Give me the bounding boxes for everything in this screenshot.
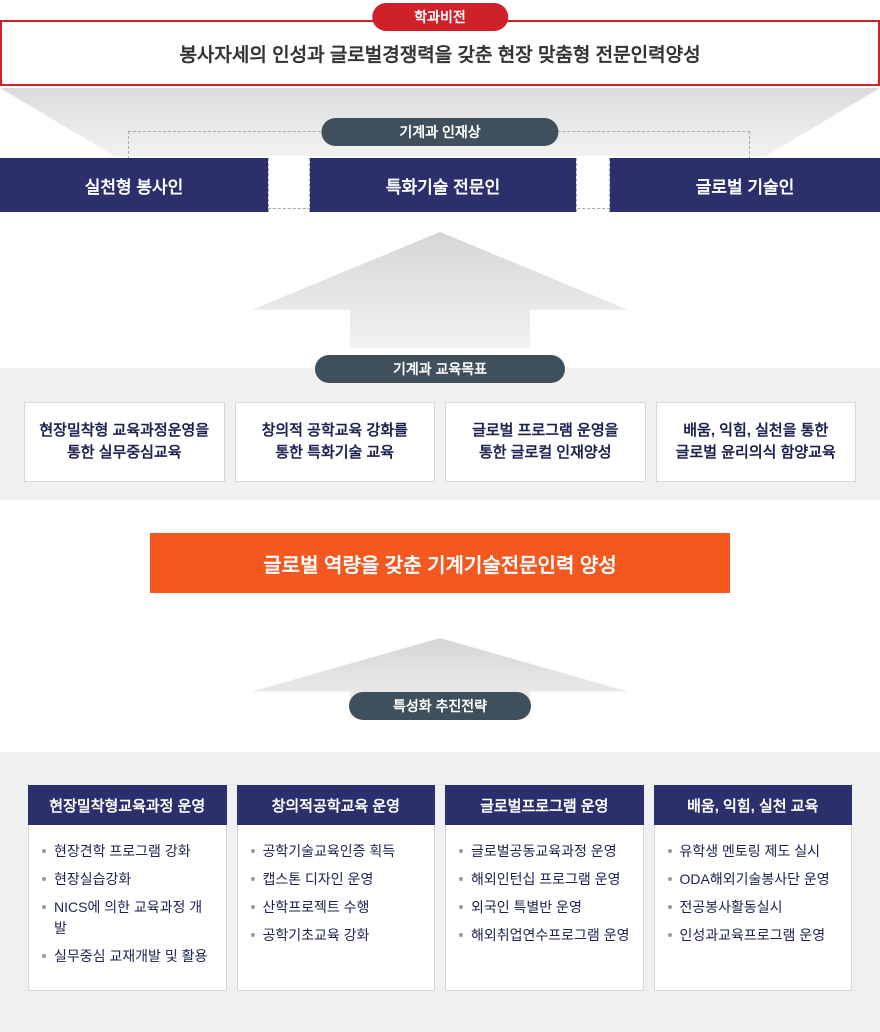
list-item: 공학기술교육인증 획득 [250, 841, 423, 862]
strategy-column-body: 공학기술교육인증 획득 캡스톤 디자인 운영 산학프로젝트 수행 공학기초교육 … [236, 825, 435, 991]
strategy-column-title: 글로벌프로그램 운영 [445, 785, 644, 825]
goals-badge: 기계과 교육목표 [314, 355, 566, 383]
list-item: 현장실습강화 [41, 869, 214, 890]
strategy-column-body: 유학생 멘토링 제도 실시 ODA해외기술봉사단 운영 전공봉사활동실시 인성과… [653, 825, 852, 991]
list-item: 산학프로젝트 수행 [250, 897, 423, 918]
strategy-column: 글로벌프로그램 운영 글로벌공동교육과정 운영 해외인턴십 프로그램 운영 외국… [445, 785, 644, 991]
list-item: 해외인턴십 프로그램 운영 [458, 869, 631, 890]
strategy-column-title: 현장밀착형교육과정 운영 [28, 785, 227, 825]
strategy-column-title: 배움, 익힘, 실천 교육 [653, 785, 852, 825]
list-item: 공학기초교육 강화 [250, 925, 423, 946]
strategy-column-title: 창의적공학교육 운영 [236, 785, 435, 825]
goal-item: 글로벌 프로그램 운영을 통한 글로컬 인재양성 [445, 402, 646, 482]
vision-statement: 봉사자세의 인성과 글로벌경쟁력을 갖춘 현장 맞춤형 전문인력양성 [179, 44, 701, 66]
talent-item: 특화기술 전문인 [310, 158, 576, 212]
strategy-column: 현장밀착형교육과정 운영 현장견학 프로그램 강화 현장실습강화 NICS에 의… [28, 785, 227, 991]
up-arrow [252, 232, 628, 348]
strategy-column: 배움, 익힘, 실천 교육 유학생 멘토링 제도 실시 ODA해외기술봉사단 운… [653, 785, 852, 991]
strategy-column-body: 글로벌공동교육과정 운영 해외인턴십 프로그램 운영 외국인 특별반 운영 해외… [445, 825, 644, 991]
slogan-text: 글로벌 역량을 갖춘 기계기술전문인력 양성 [263, 554, 617, 577]
strategy-badge: 특성화 추진전략 [348, 692, 532, 720]
dashed-connector [268, 158, 310, 212]
slogan-box: 글로벌 역량을 갖춘 기계기술전문인력 양성 [150, 533, 730, 593]
strategy-section: 현장밀착형교육과정 운영 현장견학 프로그램 강화 현장실습강화 NICS에 의… [0, 752, 880, 1032]
dashed-connector [576, 158, 610, 212]
strategy-row: 현장밀착형교육과정 운영 현장견학 프로그램 강화 현장실습강화 NICS에 의… [28, 785, 852, 991]
strategy-column-body: 현장견학 프로그램 강화 현장실습강화 NICS에 의한 교육과정 개발 실무중… [28, 825, 227, 991]
list-item: 인성과교육프로그램 운영 [667, 925, 840, 946]
vision-badge: 학과비전 [372, 3, 508, 31]
goal-item: 현장밀착형 교육과정운영을 통한 실무중심교육 [24, 402, 225, 482]
vision-box: 봉사자세의 인성과 글로벌경쟁력을 갖춘 현장 맞춤형 전문인력양성 [0, 20, 880, 86]
list-item: 글로벌공동교육과정 운영 [458, 841, 631, 862]
list-item: 외국인 특별반 운영 [458, 897, 631, 918]
list-item: ODA해외기술봉사단 운영 [667, 869, 840, 890]
list-item: 전공봉사활동실시 [667, 897, 840, 918]
talent-item: 글로벌 기술인 [610, 158, 880, 212]
goals-section: 현장밀착형 교육과정운영을 통한 실무중심교육 창의적 공학교육 강화를 통한 … [0, 368, 880, 500]
goal-item: 창의적 공학교육 강화를 통한 특화기술 교육 [234, 402, 435, 482]
list-item: 캡스톤 디자인 운영 [250, 869, 423, 890]
strategy-column: 창의적공학교육 운영 공학기술교육인증 획득 캡스톤 디자인 운영 산학프로젝트… [236, 785, 435, 991]
goal-item: 배움, 익힘, 실천을 통한 글로벌 윤리의식 함양교육 [655, 402, 856, 482]
list-item: 현장견학 프로그램 강화 [41, 841, 214, 862]
list-item: NICS에 의한 교육과정 개발 [41, 897, 214, 939]
list-item: 유학생 멘토링 제도 실시 [667, 841, 840, 862]
talent-badge: 기계과 인재상 [321, 118, 559, 146]
talent-item: 실천형 봉사인 [0, 158, 268, 212]
list-item: 해외취업연수프로그램 운영 [458, 925, 631, 946]
list-item: 실무중심 교재개발 및 활용 [41, 946, 214, 967]
goals-row: 현장밀착형 교육과정운영을 통한 실무중심교육 창의적 공학교육 강화를 통한 … [24, 402, 856, 482]
